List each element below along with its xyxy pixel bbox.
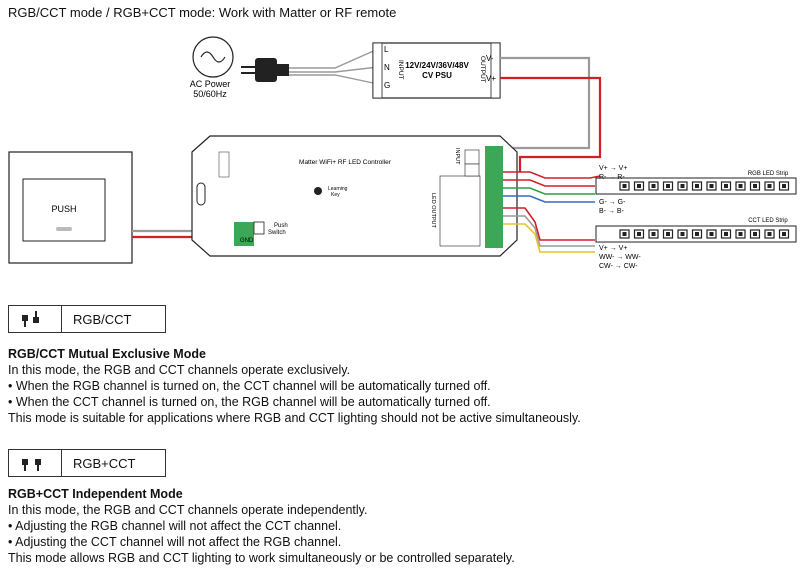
mode-2-line-1: In this mode, the RGB and CCT channels o… (8, 503, 368, 517)
rgb-led-core (651, 184, 656, 188)
led-controller (191, 135, 518, 257)
rgb-strip-label: RGB LED Strip (748, 171, 789, 177)
cct-wire-ww: WW- → WW- (599, 254, 641, 261)
page-title: RGB/CCT mode / RGB+CCT mode: Work with M… (8, 5, 397, 20)
mode-2-line-4: This mode allows RGB and CCT lighting to… (8, 551, 515, 565)
psu-vminus-label: V- (486, 54, 494, 63)
mode-2-line-3: • Adjusting the CCT channel will not aff… (8, 535, 342, 549)
mode-1-line-3: • When the CCT channel is turned on, the… (8, 395, 491, 409)
cct-wire-vplus: V+ → V+ (599, 245, 627, 252)
cct-led-core (622, 232, 627, 236)
psu-terminal-n: N (384, 63, 390, 72)
rgb-led-core (709, 184, 714, 188)
psu-output-label: OUTPUT (479, 56, 486, 83)
psu-vplus-label: V+ (486, 74, 496, 83)
push-label: PUSH (51, 204, 76, 214)
push-switch-label: Push (274, 223, 288, 229)
cct-led-core (724, 232, 728, 236)
power-plug-icon (241, 58, 289, 82)
controller-input-label: INPUT (454, 148, 460, 165)
mode-2-line-2: • Adjusting the RGB channel will not aff… (8, 519, 342, 533)
rgb-led-core (666, 184, 670, 188)
rgb-wire-g: G- → G- (599, 199, 626, 206)
gnd-label: GND (240, 238, 254, 244)
rgb-led-core (753, 184, 757, 188)
mode-1-heading: RGB/CCT Mutual Exclusive Mode (8, 347, 206, 361)
learning-key-label: Learning (328, 186, 348, 192)
learning-key-sub-label: Key (331, 192, 340, 198)
rgb-led-strip (595, 177, 797, 195)
cct-led-core (709, 232, 714, 236)
cct-led-core (782, 232, 786, 236)
led-output-label: LED OUTPUT (430, 193, 436, 228)
psu-input-label: INPUT (397, 60, 404, 80)
rgb-plus-cct-mode-box: RGB+CCT (8, 449, 166, 477)
rgb-cct-mode-label: RGB/CCT (73, 312, 132, 327)
rgb-cct-mode-box: RGB/CCT (8, 305, 166, 333)
ac-power-label: AC Power (190, 79, 231, 89)
cct-led-core (651, 232, 656, 236)
ac-power-symbol (192, 36, 234, 78)
cct-led-core (767, 232, 772, 236)
rgb-wire-vplus: V+ → V+ (599, 165, 627, 172)
cv-psu (372, 42, 501, 99)
cct-strip-label: CCT LED Strip (748, 218, 788, 224)
ac-frequency-label: 50/60Hz (193, 89, 227, 99)
psu-type-label: CV PSU (422, 71, 452, 80)
rgb-led-core (724, 184, 728, 188)
psu-voltage-label: 12V/24V/36V/48V (405, 61, 469, 70)
push-wall-switch (8, 151, 133, 264)
cct-led-core (695, 232, 699, 236)
rgb-led-core (622, 184, 627, 188)
rgb-led-core (782, 184, 786, 188)
cct-led-core (753, 232, 757, 236)
cct-led-core (637, 232, 641, 236)
psu-terminal-l: L (384, 45, 389, 54)
cct-led-strip (595, 225, 797, 243)
rgb-wire-b: B- → B- (599, 208, 625, 215)
cct-led-core (666, 232, 670, 236)
switch-both-up-icon (9, 450, 62, 476)
rgb-led-core (738, 184, 743, 188)
rgb-led-core (767, 184, 772, 188)
cct-led-core (738, 232, 743, 236)
cct-led-core (680, 232, 685, 236)
rgb-led-core (695, 184, 699, 188)
switch-one-up-one-down-icon (9, 306, 62, 332)
mode-1-line-1: In this mode, the RGB and CCT channels o… (8, 363, 351, 377)
rgb-led-core (680, 184, 685, 188)
wiring-diagram: AC Power 50/60Hz L N G INPUT 12V/24V/36V… (8, 36, 797, 270)
psu-terminal-g: G (384, 81, 390, 90)
controller-label: Matter WiFi+ RF LED Controller (299, 159, 392, 166)
cct-wire-cw: CW- → CW- (599, 263, 638, 270)
push-switch-sub-label: Switch (268, 230, 286, 236)
mode-1-line-4: This mode is suitable for applications w… (8, 411, 581, 425)
rgb-led-core (637, 184, 641, 188)
rgb-plus-cct-mode-label: RGB+CCT (73, 456, 136, 471)
rgb-wire-r: R- → R- (599, 174, 625, 181)
mode-1-line-2: • When the RGB channel is turned on, the… (8, 379, 491, 393)
mode-2-heading: RGB+CCT Independent Mode (8, 487, 183, 501)
